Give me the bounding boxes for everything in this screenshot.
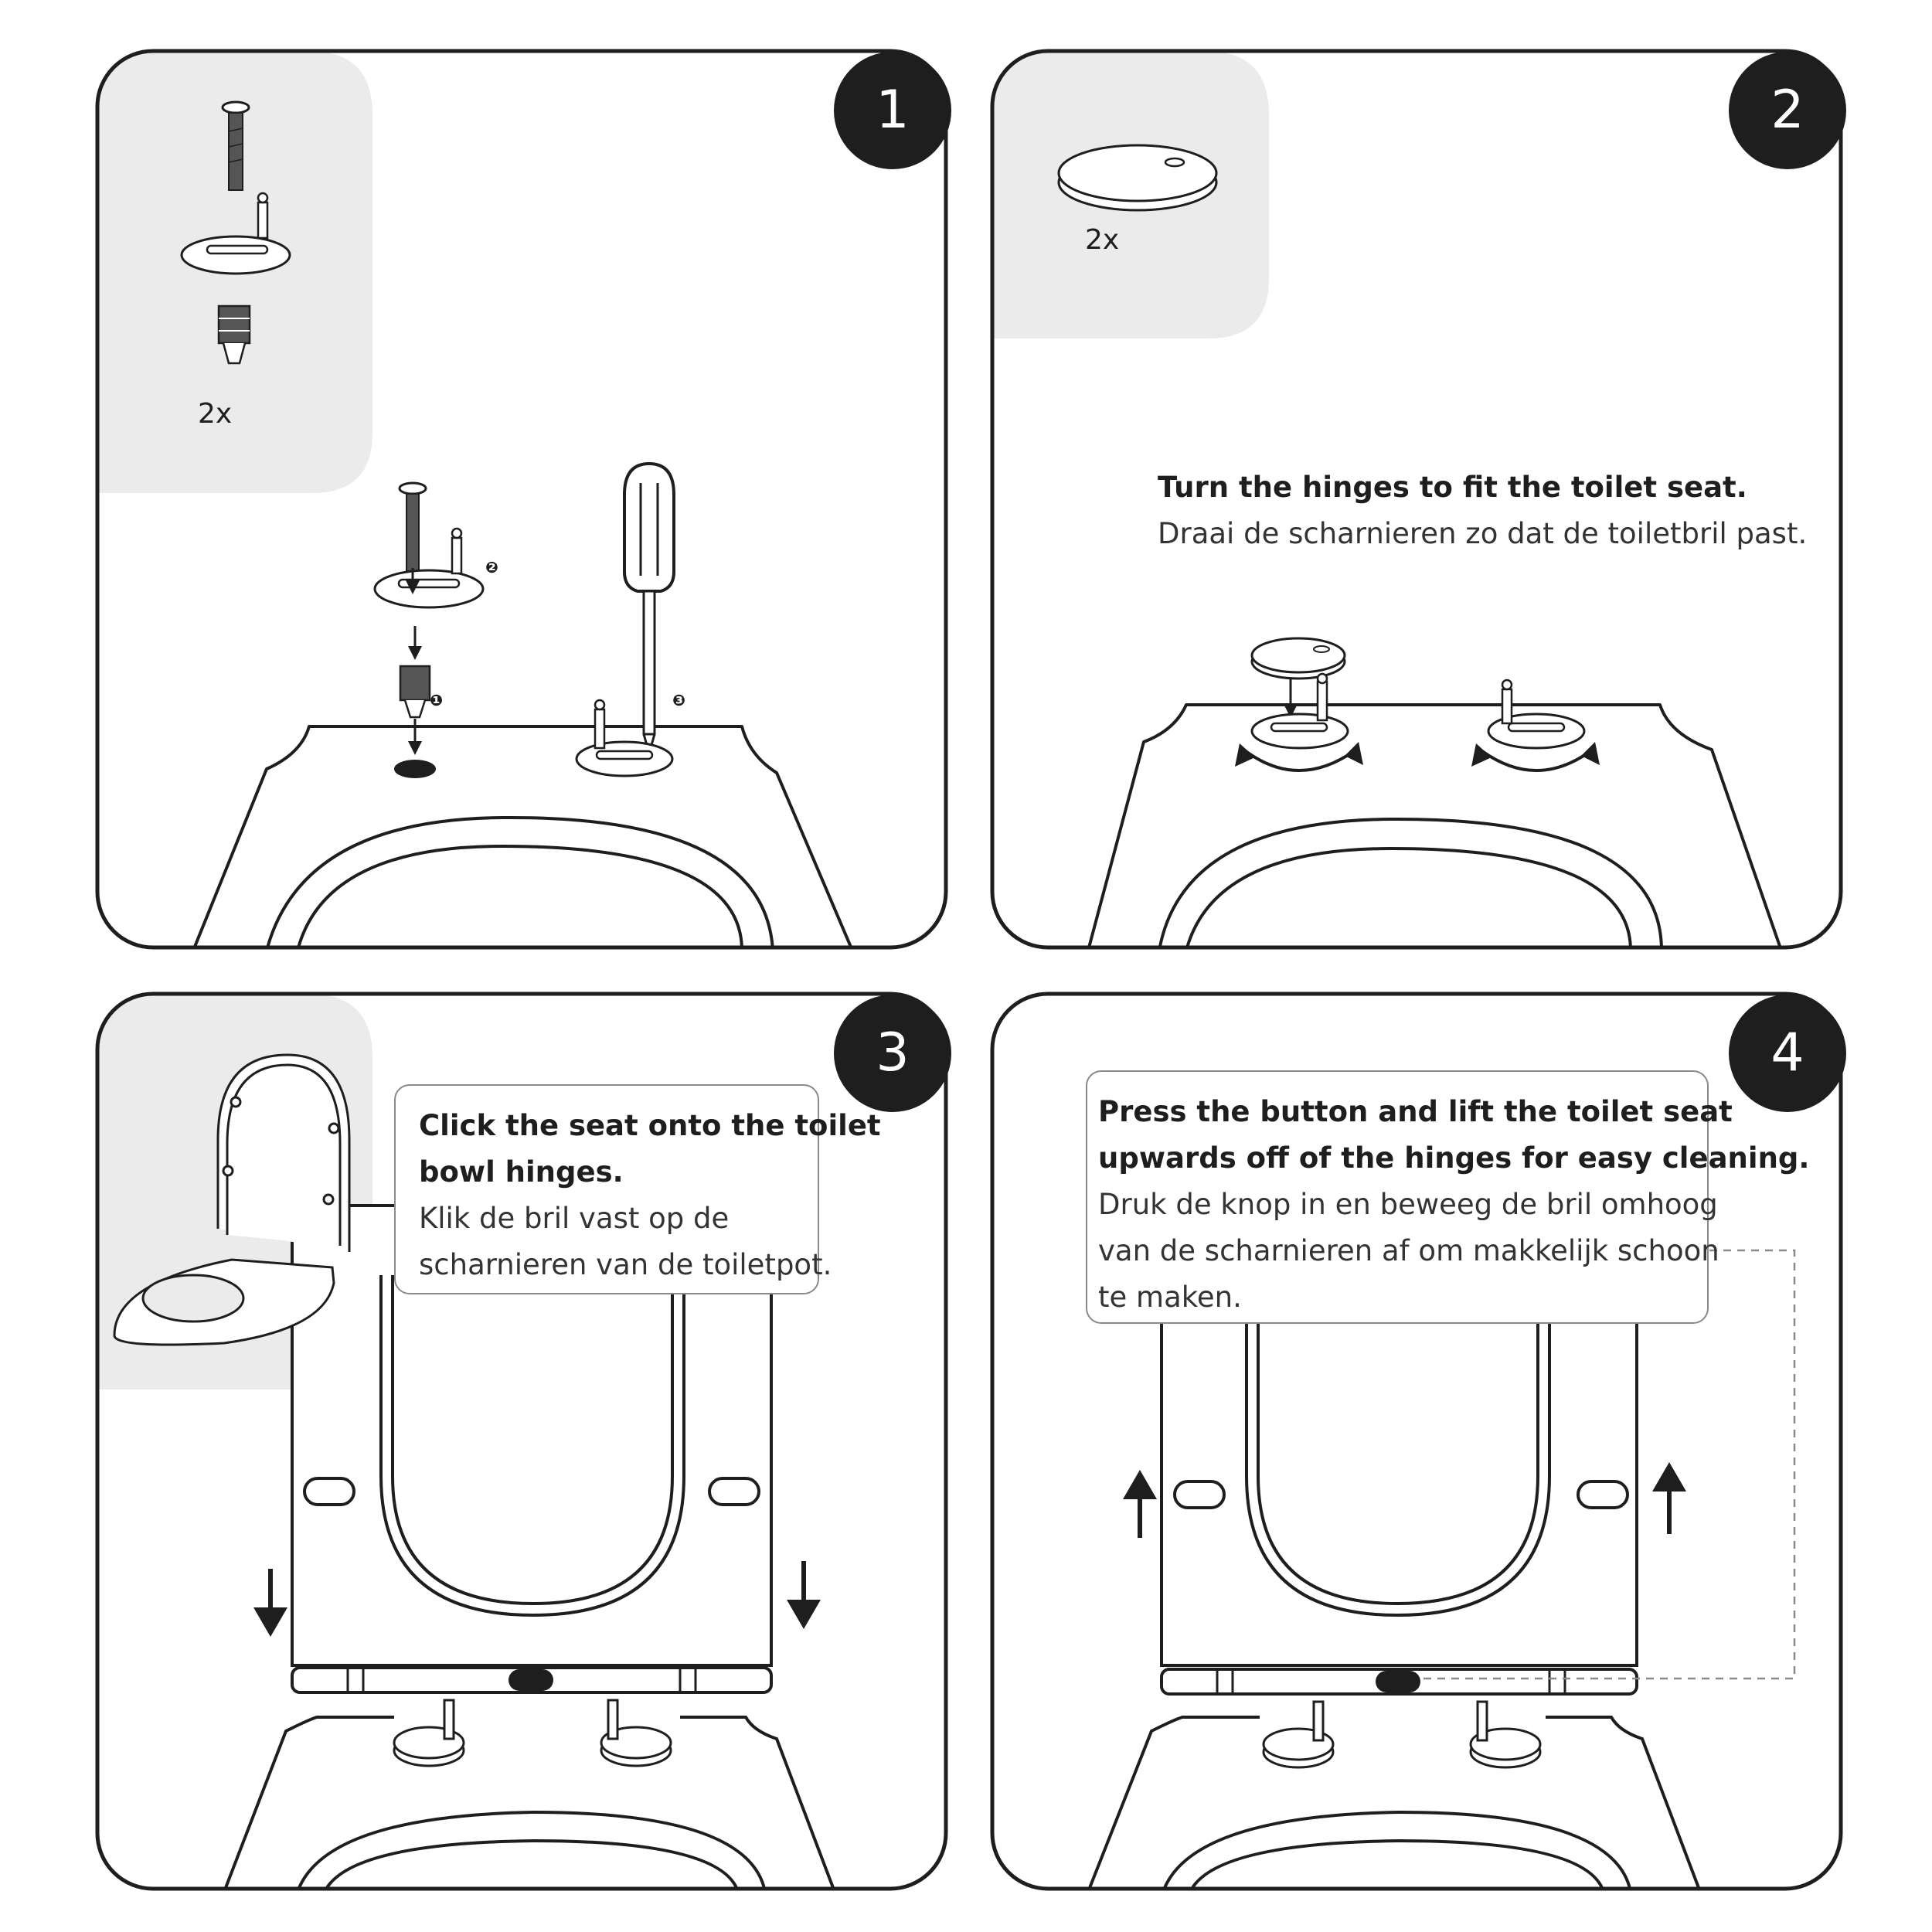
step-2-text-en: Turn the hinges to fit the toilet seat. — [1158, 471, 1747, 504]
toilet-bowl — [1087, 703, 1783, 947]
step-3-callout: Click the seat onto the toilet bowl hing… — [394, 1084, 881, 1294]
step-4-text-nl-line-2: van de scharnieren af om makkelijk schoo… — [1098, 1234, 1719, 1267]
step-3-number: 3 — [876, 1022, 910, 1083]
step-3-badge — [834, 995, 951, 1112]
assembly-label-3: ❸ — [672, 691, 685, 709]
exploded-assembly — [373, 481, 485, 755]
step-2-text-nl: Draai de scharnieren zo dat de toiletbri… — [1158, 517, 1808, 550]
right-hinge — [1471, 679, 1600, 772]
hinge-pins — [1262, 1700, 1542, 1769]
step-2-number: 2 — [1770, 80, 1804, 141]
screwdriver-icon — [623, 461, 675, 758]
toilet-bowl — [223, 1716, 836, 1889]
step-1-number: 1 — [876, 80, 910, 141]
left-hinge-with-cap — [1235, 637, 1363, 772]
anchor-icon — [217, 304, 251, 365]
step-2-badge — [1729, 52, 1846, 169]
assembly-label-1: ❶ — [430, 691, 443, 709]
release-button — [509, 1669, 553, 1691]
seat-icon — [113, 1053, 351, 1346]
step-4-callout: Press the button and lift the toilet sea… — [1086, 1070, 1810, 1324]
leader-line — [1422, 1249, 1796, 1680]
step-1-badge — [834, 52, 951, 169]
release-button — [1376, 1671, 1420, 1692]
step-4-text-nl-line-3: te maken. — [1098, 1281, 1242, 1314]
hinge-plate-icon — [180, 192, 291, 275]
down-arrows — [253, 1561, 821, 1637]
bolt-icon — [221, 100, 250, 191]
step-4-number: 4 — [1770, 1022, 1804, 1083]
step-3-text-nl-line-2: scharnieren van de toiletpot. — [419, 1248, 832, 1281]
mounted-hinge-plate — [575, 699, 674, 777]
step-2-quantity: 2x — [1085, 224, 1120, 256]
step-2-instructions: Turn the hinges to fit the toilet seat. … — [1158, 464, 1807, 557]
step-4-text-en-line-2: upwards off of the hinges for easy clean… — [1098, 1141, 1810, 1175]
hinge-pins — [393, 1699, 672, 1767]
mounting-hole — [394, 760, 436, 778]
cap-disc-icon — [1057, 144, 1218, 212]
step-2-panel — [990, 49, 1846, 950]
step-4-badge — [1729, 995, 1846, 1112]
step-3-text-en-line-2: bowl hinges. — [419, 1155, 624, 1189]
step-3-text-nl-line-1: Klik de bril vast op de — [419, 1202, 730, 1235]
step-4-text-nl-line-1: Druk de knop in en beweeg de bril omhoog — [1098, 1188, 1718, 1221]
step-1-quantity: 2x — [198, 398, 233, 430]
assembly-label-2: ❷ — [485, 558, 498, 577]
toilet-bowl — [1087, 1716, 1702, 1889]
step-1-panel — [95, 49, 951, 950]
step-3-panel — [95, 992, 951, 1891]
step-4-text-en-line-1: Press the button and lift the toilet sea… — [1098, 1095, 1733, 1128]
step-3-text-en-line-1: Click the seat onto the toilet — [419, 1109, 881, 1142]
toilet-bowl — [192, 725, 854, 947]
up-arrows — [1123, 1462, 1686, 1538]
